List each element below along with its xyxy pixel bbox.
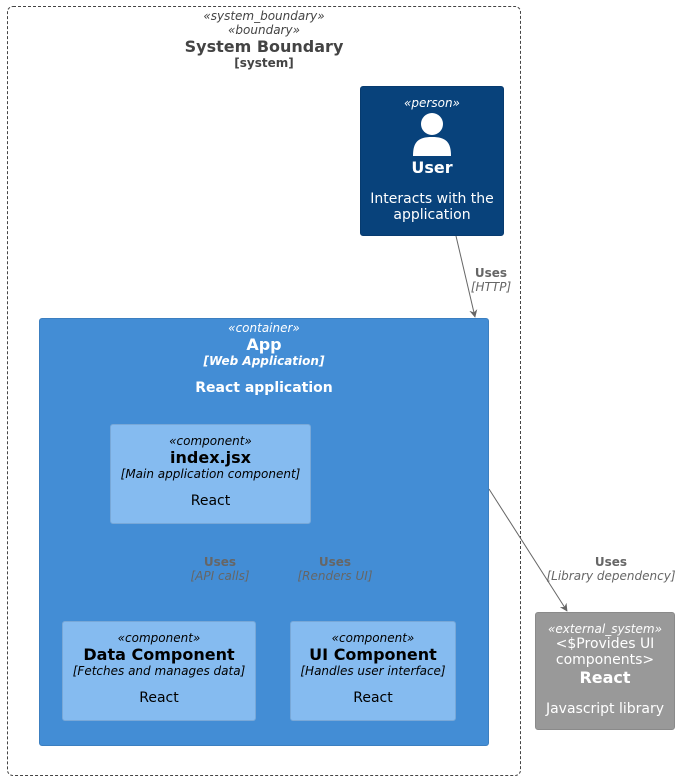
index-component[interactable]: «component» index.jsx [Main application … — [110, 424, 311, 524]
edge-label-user-app-tech: [HTTP] — [470, 280, 512, 294]
user-person[interactable]: «person» User Interacts with the applica… — [360, 86, 504, 236]
edge-label-index-ui-tech: [Renders UI] — [297, 569, 373, 583]
edge-label-app-react-text: Uses — [594, 555, 628, 569]
index-name: index.jsx — [170, 448, 251, 467]
data-component[interactable]: «component» Data Component [Fetches and … — [62, 621, 256, 721]
edge-label-app-react: Uses [Library dependency] — [541, 555, 681, 583]
edge-label-index-ui-text: Uses — [318, 555, 352, 569]
data-tech: [Fetches and manages data] — [72, 664, 246, 678]
boundary-title: System Boundary — [184, 37, 344, 56]
data-stereotype: «component» — [117, 631, 201, 645]
person-desc-line1: Interacts with the — [370, 191, 494, 207]
ui-name: UI Component — [309, 645, 437, 664]
app-desc: React application — [195, 380, 333, 396]
index-desc: React — [190, 493, 231, 509]
external-label-line2: components> — [555, 652, 655, 668]
edge-label-user-app-text: Uses — [474, 266, 508, 280]
edge-label-index-data: Uses [API calls] — [184, 555, 256, 583]
app-stereotype: «container» — [228, 321, 300, 335]
edge-user-app — [455, 235, 478, 318]
edge-label-index-ui: Uses [Renders UI] — [293, 555, 377, 583]
external-desc: Javascript library — [545, 701, 665, 717]
app-name: App — [246, 335, 282, 354]
boundary-stereotype: «system_boundary» — [203, 9, 325, 23]
edge-app-react — [488, 488, 568, 612]
data-desc: React — [139, 690, 179, 706]
edge-label-user-app: Uses [HTTP] — [462, 266, 520, 294]
app-tech: [Web Application] — [203, 354, 325, 368]
boundary-type: [system] — [234, 56, 294, 70]
person-stereotype: «person» — [404, 96, 460, 110]
person-desc-line2: application — [393, 207, 471, 223]
ui-desc: React — [353, 690, 393, 706]
index-tech: [Main application component] — [120, 467, 301, 481]
react-external-system[interactable]: «external_system» <$Provides UI componen… — [535, 612, 675, 730]
ui-tech: [Handles user interface] — [300, 664, 446, 678]
external-stereotype: «external_system» — [548, 622, 662, 636]
data-name: Data Component — [83, 645, 235, 664]
edge-label-index-data-text: Uses — [203, 555, 237, 569]
edge-label-app-react-tech: [Library dependency] — [546, 569, 676, 583]
ui-stereotype: «component» — [331, 631, 415, 645]
index-stereotype: «component» — [169, 434, 252, 448]
person-name: User — [411, 158, 453, 177]
system-boundary — [7, 6, 521, 776]
ui-component[interactable]: «component» UI Component [Handles user i… — [290, 621, 456, 721]
edge-label-index-data-tech: [API calls] — [190, 569, 250, 583]
external-name: React — [579, 668, 631, 687]
person-icon — [361, 112, 503, 158]
external-label-line1: <$Provides UI — [555, 636, 655, 652]
boundary-stereotype-secondary: «boundary» — [228, 23, 300, 37]
